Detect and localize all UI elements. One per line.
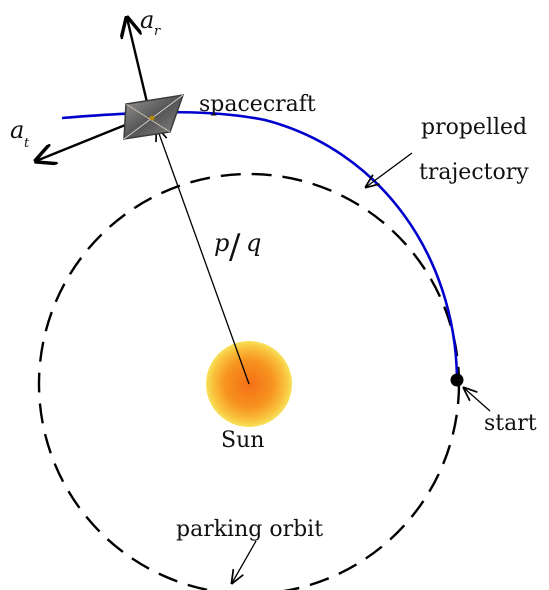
start-point xyxy=(450,373,464,387)
tangential-acceleration-subscript: t xyxy=(24,136,30,151)
tangential-acceleration-label: a xyxy=(10,116,24,144)
spacecraft-label: spacecraft xyxy=(199,92,316,117)
radial-acceleration-label: a xyxy=(140,6,154,34)
radius-vector xyxy=(157,128,250,385)
trajectory-pointer-arrow xyxy=(366,152,413,187)
start-pointer-arrow xyxy=(464,388,491,412)
radius-label-slash: / xyxy=(229,227,241,267)
radial-acceleration-subscript: r xyxy=(154,24,161,39)
propelled-label: propelled xyxy=(421,115,527,140)
radial-acceleration-arrow xyxy=(127,18,152,116)
start-label: start xyxy=(484,411,537,436)
sun-label: Sun xyxy=(221,428,264,453)
spacecraft-icon xyxy=(123,94,185,140)
trajectory-label: trajectory xyxy=(419,160,529,185)
radius-label-q: q xyxy=(246,229,261,257)
parking-orbit-label: parking orbit xyxy=(176,517,323,542)
parking-orbit-pointer-arrow xyxy=(232,540,257,583)
radius-label-p: p xyxy=(214,229,229,257)
